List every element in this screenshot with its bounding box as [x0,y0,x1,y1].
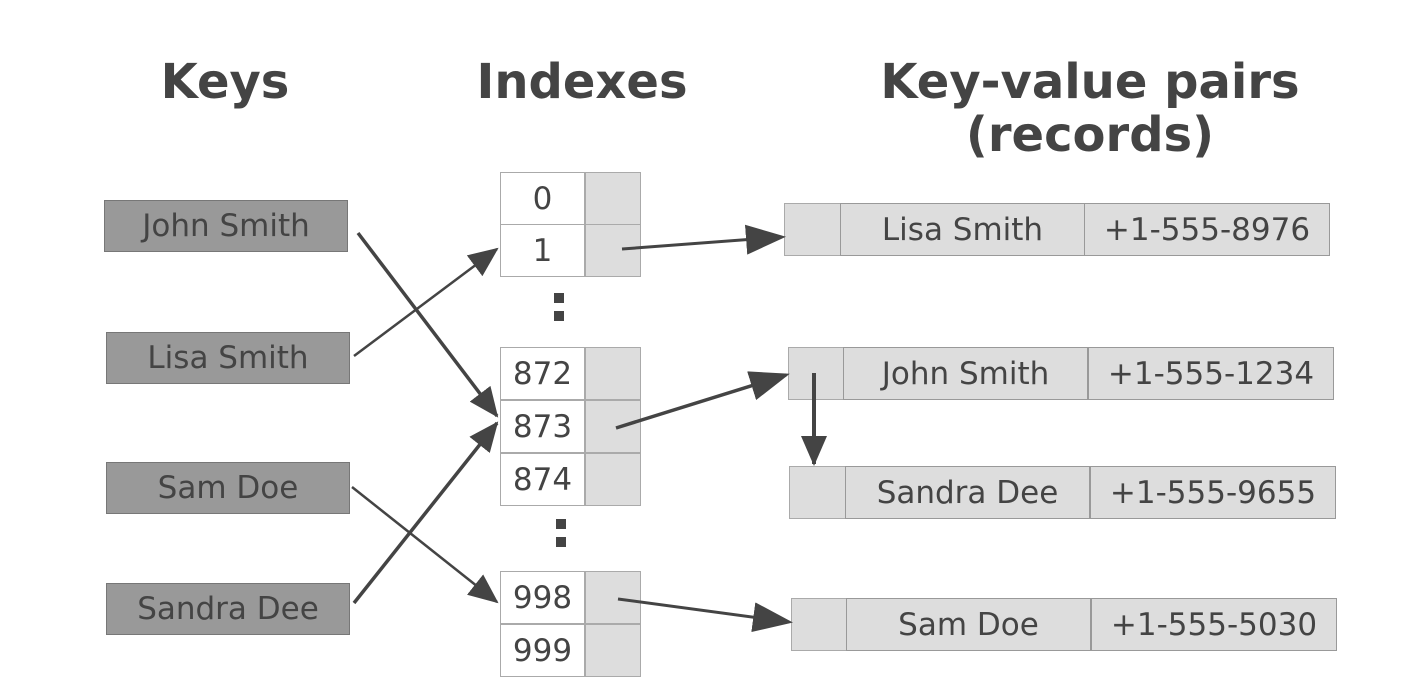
record-name-sandra-dee: Sandra Dee [845,466,1090,519]
record-phone-john-smith: +1-555-1234 [1088,347,1334,400]
index-cell-1: 1 [500,224,585,277]
index-cell-874: 874 [500,453,585,506]
index-cell-998: 998 [500,571,585,624]
key-sandra-dee: Sandra Dee [106,583,350,635]
ellipsis-dots-top [554,293,566,323]
index-cell-873: 873 [500,400,585,453]
index-slot-998 [585,571,641,624]
arrow-lisa-smith-to-1 [353,247,499,358]
record-phone-lisa-smith: +1-555-8976 [1084,203,1330,256]
record-pointer-john-smith [788,347,845,400]
index-cell-872: 872 [500,347,585,400]
index-cell-999: 999 [500,624,585,677]
arrow-john-smith-to-873 [356,231,499,418]
index-slot-1 [585,224,641,277]
records-heading-line1: Key-value pairs [880,54,1300,110]
index-slot-872 [585,347,641,400]
arrow-sandra-dee-to-873 [352,421,499,605]
arrow-873-to-john-smith-record [615,371,790,430]
indexes-heading: Indexes [476,54,688,110]
index-slot-0 [585,172,641,225]
key-john-smith: John Smith [104,200,348,252]
index-slot-874 [585,453,641,506]
record-phone-sam-doe: +1-555-5030 [1091,598,1337,651]
key-sam-doe: Sam Doe [106,462,350,514]
index-slot-999 [585,624,641,677]
index-slot-873 [585,400,641,453]
keys-heading: Keys [160,54,290,110]
records-heading-line2: (records) [965,107,1215,163]
record-phone-sandra-dee: +1-555-9655 [1090,466,1336,519]
arrow-sam-doe-to-998 [351,486,499,604]
record-name-john-smith: John Smith [843,347,1088,400]
arrow-998-to-sam-doe-record [617,597,793,633]
record-name-lisa-smith: Lisa Smith [840,203,1085,256]
index-cell-0: 0 [500,172,585,225]
key-lisa-smith: Lisa Smith [106,332,350,384]
record-name-sam-doe: Sam Doe [846,598,1091,651]
ellipsis-dots-bottom [556,519,568,549]
arrow-1-to-lisa-smith-record [621,224,786,255]
